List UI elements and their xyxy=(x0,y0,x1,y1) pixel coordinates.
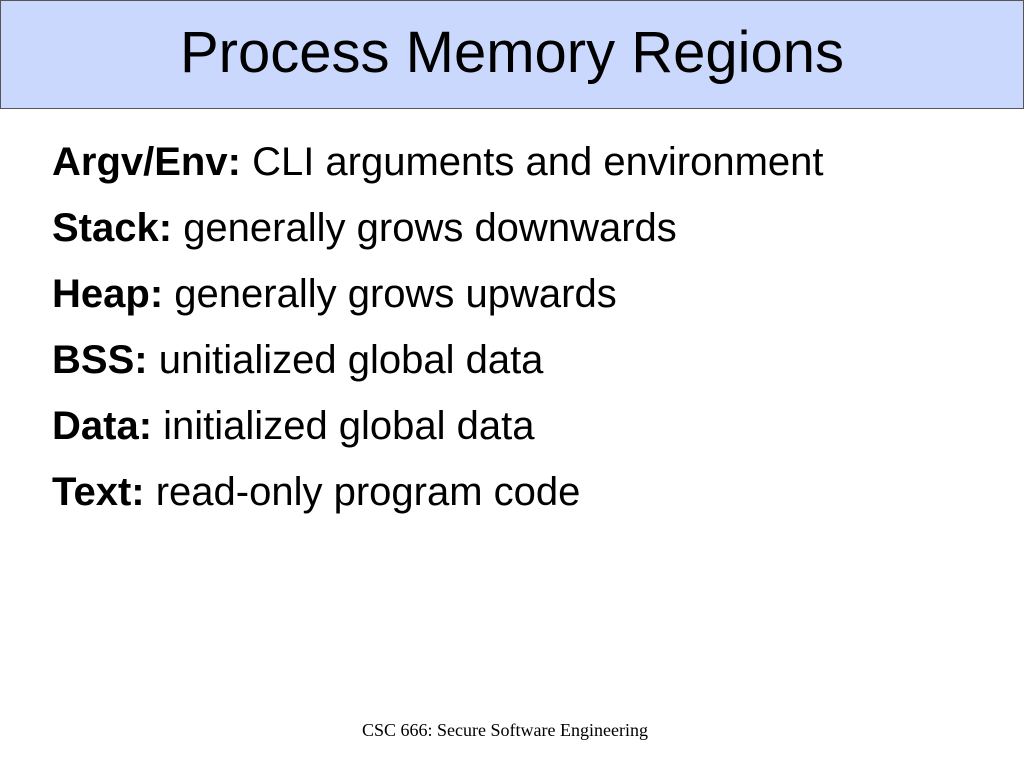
bullet-term: Text: xyxy=(52,470,145,514)
bullet-description: CLI arguments and environment xyxy=(252,140,824,184)
bullet-term: Stack: xyxy=(52,206,173,250)
bullet-description: read-only program code xyxy=(155,470,581,514)
bullet-description: generally grows upwards xyxy=(174,272,617,316)
bullet-text: Text: read-only program code xyxy=(52,464,824,530)
title-bar: Process Memory Regions xyxy=(0,0,1024,109)
bullet-term: Data: xyxy=(52,404,153,448)
bullet-description: initialized global data xyxy=(163,404,535,448)
bullet-bss: BSS: unitialized global data xyxy=(52,332,824,398)
bullet-heap: Heap: generally grows upwards xyxy=(52,266,824,332)
bullet-data: Data: initialized global data xyxy=(52,398,824,464)
bullet-argv-env: Argv/Env: CLI arguments and environment xyxy=(52,134,824,200)
bullet-stack: Stack: generally grows downwards xyxy=(52,200,824,266)
slide-title: Process Memory Regions xyxy=(180,20,844,85)
bullet-term: BSS: xyxy=(52,338,148,382)
bullet-term: Argv/Env: xyxy=(52,140,241,184)
bullet-description: unitialized global data xyxy=(158,338,544,382)
bullet-term: Heap: xyxy=(52,272,164,316)
slide-footer: CSC 666: Secure Software Engineering xyxy=(362,720,648,740)
bullet-description: generally grows downwards xyxy=(183,206,677,250)
bullet-list: Argv/Env: CLI arguments and environment … xyxy=(52,134,824,530)
